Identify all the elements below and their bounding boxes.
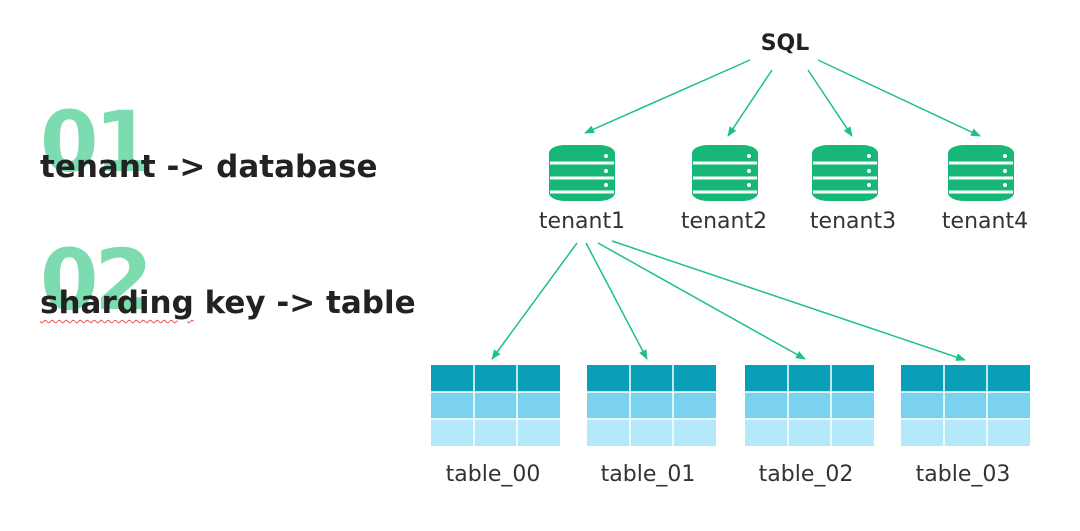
arrow-tenant1-table00 [491,242,578,360]
tenant-label: tenant1 [539,209,625,234]
arrow-sql-tenant2 [727,69,773,137]
table-label: table_01 [601,462,696,487]
table-icon [586,364,717,447]
table-label: table_02 [759,462,854,487]
database-icon [547,143,617,203]
item-label-sharding-key-table: sharding key -> table [40,285,416,321]
arrow-tenant1-table01 [585,242,648,360]
item-label-rest: key -> table [193,285,416,321]
arrow-sql-tenant1 [584,59,751,134]
arrow-sql-tenant3 [807,69,853,137]
tenant-label: tenant3 [810,209,896,234]
item-label-tenant-database: tenant -> database [40,149,378,185]
database-icon [946,143,1016,203]
tenant-label: tenant4 [942,209,1028,234]
arrow-tenant1-table02 [597,242,806,360]
table-label: table_03 [916,462,1011,487]
arrow-tenant1-table03 [611,240,966,361]
database-icon [690,143,760,203]
table-icon [430,364,561,447]
table-label: table_00 [446,462,541,487]
spellcheck-underlined-word: sharding [40,285,194,321]
item-number-02: 02 [40,231,153,329]
database-icon [810,143,880,203]
root-sql-label: SQL [761,31,810,56]
tenant-label: tenant2 [681,209,767,234]
arrow-sql-tenant4 [817,59,981,137]
table-icon [900,364,1031,447]
table-icon [744,364,875,447]
item-number-01: 01 [40,93,153,191]
